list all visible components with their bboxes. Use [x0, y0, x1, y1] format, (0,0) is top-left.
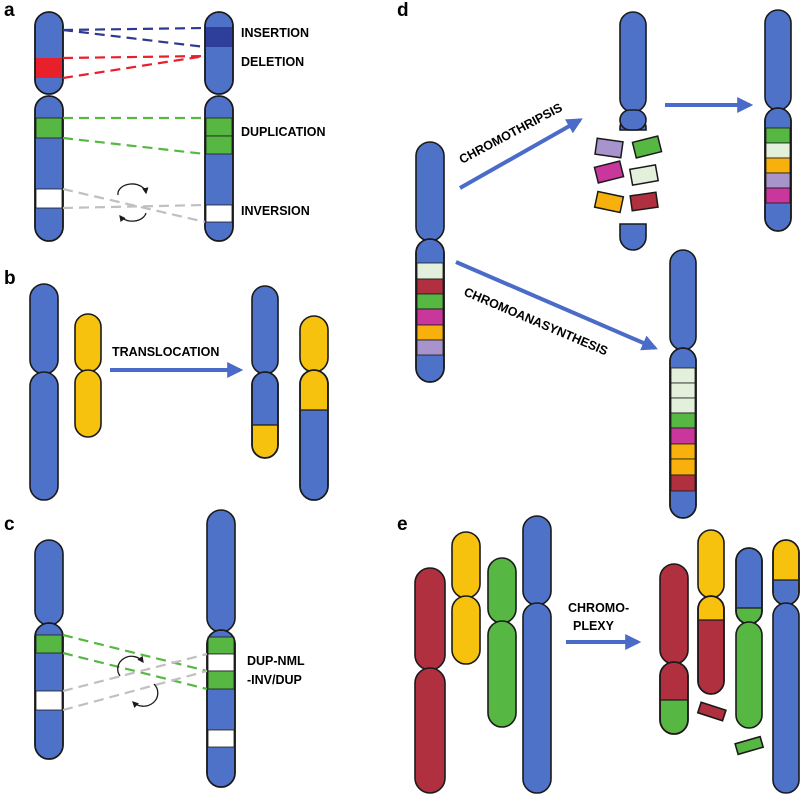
label-chromothripsis: CHROMOTHRIPSIS — [457, 100, 565, 166]
der-red-p — [659, 563, 689, 665]
panel-c-connectors — [62, 633, 208, 712]
panel-c-left-chromosome — [34, 539, 64, 760]
der-blue-p — [772, 539, 800, 606]
chromosome-green-p — [487, 557, 517, 624]
label-translocation: TRANSLOCATION — [112, 345, 219, 359]
panel-d: d CHROMOTHRIPSIS CHROMOANASYNTHESIS — [397, 0, 792, 519]
label-inversion: INVERSION — [241, 204, 310, 218]
panel-letter-b: b — [4, 268, 16, 289]
panel-d-chromoanasynthesis-result — [669, 249, 697, 519]
chromosome-red-p — [414, 567, 446, 671]
der-green-p — [735, 547, 763, 625]
rotation-arrows-icon — [117, 655, 159, 708]
label-chromo: CHROMO- — [568, 601, 629, 615]
fragment-green — [734, 735, 765, 756]
chromosome-blue-q — [522, 602, 552, 794]
panel-b: b TRANSLOCATION — [4, 268, 329, 501]
panel-letter-c: c — [4, 514, 15, 535]
chromosome-yellow-p — [74, 313, 102, 373]
chromosome-red-q — [414, 667, 446, 794]
panel-a-left-chromosome — [34, 11, 64, 242]
arrow-icon — [459, 118, 583, 190]
der-green-q — [735, 621, 763, 729]
label-plexy: PLEXY — [573, 619, 615, 633]
panel-c-right-chromosome — [206, 509, 236, 788]
panel-a-connectors — [62, 26, 206, 224]
panel-e: e CHROMO- PLEXY — [397, 514, 800, 794]
chromosome-blue-q — [29, 371, 59, 501]
chromosome-green-q — [487, 620, 517, 728]
panel-a-right-chromosome — [204, 11, 234, 242]
rotation-arrows-icon — [117, 183, 149, 223]
chromosome-yellow-q — [451, 595, 481, 665]
der-yellow-p — [697, 529, 725, 599]
panel-d-shattered-chromosome — [619, 11, 647, 251]
der-yellow-q — [697, 595, 725, 695]
chromosome-yellow-p — [451, 531, 481, 599]
label-deletion: DELETION — [241, 55, 304, 69]
der-red-q — [659, 661, 689, 735]
chromosome-yellow-q — [74, 369, 102, 438]
arrow-icon — [455, 260, 658, 351]
der-yellow-q — [299, 369, 329, 501]
chromosome-blue-p — [29, 283, 59, 375]
panel-d-chromothripsis-result — [764, 9, 792, 232]
chromosome-blue-p — [522, 515, 552, 606]
panel-a: a — [4, 0, 326, 242]
panel-d-fragments — [593, 135, 663, 214]
panel-letter-e: e — [397, 514, 408, 535]
fragment-red — [696, 701, 727, 722]
label-dup-nml: DUP-NML — [247, 654, 305, 668]
der-blue-q — [251, 371, 279, 459]
label-insertion: INSERTION — [241, 26, 309, 40]
der-blue-p — [251, 285, 279, 375]
panel-letter-a: a — [4, 0, 15, 21]
panel-c: c DUP-NML -INV/D — [4, 509, 305, 788]
der-yellow-p — [299, 315, 329, 373]
der-blue-q — [772, 602, 800, 794]
panel-d-source-chromosome — [415, 141, 445, 383]
label-inv-dup: -INV/DUP — [247, 673, 302, 687]
label-duplication: DUPLICATION — [241, 125, 326, 139]
panel-letter-d: d — [397, 0, 409, 21]
